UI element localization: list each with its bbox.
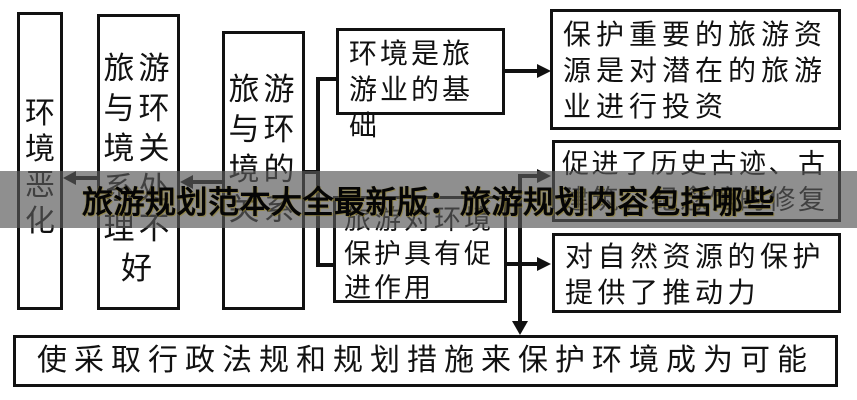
line-promote-stub xyxy=(507,262,520,266)
box-relation-handled-badly: 旅游与环境关系处理不好 xyxy=(97,14,180,310)
line-bracket-top xyxy=(316,77,338,81)
arrowhead-right-invest-icon xyxy=(537,64,551,78)
line-basis-to-invest xyxy=(503,69,539,73)
box-environment-is-basis: 环境是旅游业的基础 xyxy=(336,28,505,142)
box-environment-deterioration: 环境恶化 xyxy=(17,12,63,310)
box-tourism-environment-relation: 旅游与环境的关系 xyxy=(222,31,305,310)
overlay-banner-title: 旅游规划范本大全最新版：旅游规划内容包括哪些 xyxy=(82,185,775,220)
line-bracket-bottom xyxy=(316,263,335,267)
line-right-vertical xyxy=(518,174,522,324)
box-admin-regulations-possible: 使采取行政法规和规划措施来保护环境成为可能 xyxy=(13,335,838,387)
arrowhead-down-bottom-icon xyxy=(512,321,528,335)
box-natural-resource-protection: 对自然资源的保护提供了推动力 xyxy=(552,233,841,313)
overlay-banner: 旅游规划范本大全最新版：旅游规划内容包括哪些 xyxy=(0,171,857,228)
line-to-nature xyxy=(520,262,538,266)
arrowhead-right-nature-icon xyxy=(537,257,551,271)
box-protect-resources-investment: 保护重要的旅游资源是对潜在的旅游业进行投资 xyxy=(550,9,841,130)
